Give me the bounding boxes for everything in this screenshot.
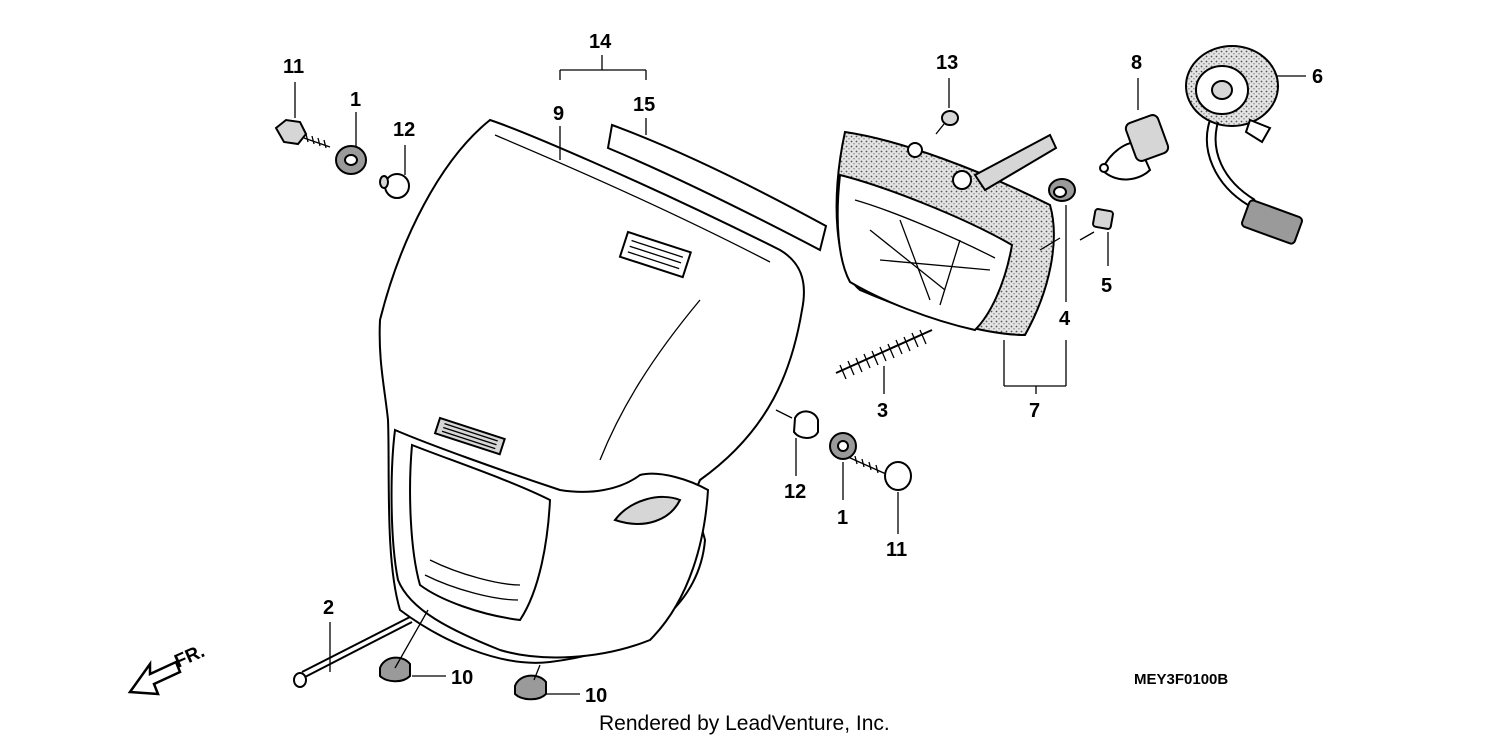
clip-nut bbox=[1092, 208, 1114, 230]
callout-1-lower: 1 bbox=[837, 507, 848, 529]
bolt-upper bbox=[274, 118, 331, 149]
front-direction-marker: FR. bbox=[127, 641, 208, 696]
cowl-grommet-left bbox=[379, 656, 411, 683]
headlight-unit bbox=[835, 130, 1058, 337]
callout-13: 13 bbox=[936, 52, 958, 74]
callout-15: 15 bbox=[633, 94, 655, 116]
cowl-logo-decal bbox=[433, 416, 506, 456]
cowl-grommet-right bbox=[514, 674, 547, 701]
front-marker-label: FR. bbox=[171, 641, 208, 673]
headlight-cowl bbox=[378, 118, 805, 664]
callout-12-upper: 12 bbox=[393, 119, 415, 141]
callout-8: 8 bbox=[1131, 52, 1142, 74]
front-arrow-icon bbox=[127, 660, 182, 696]
callout-10-left: 10 bbox=[451, 667, 473, 689]
callout-3: 3 bbox=[877, 400, 888, 422]
headlight-bulb bbox=[1099, 114, 1170, 181]
callout-11-lower: 11 bbox=[886, 539, 907, 561]
callout-7: 7 bbox=[1029, 400, 1040, 422]
rubber-mount bbox=[1048, 178, 1076, 202]
callout-1-upper: 1 bbox=[350, 89, 361, 111]
grommet-lower bbox=[792, 410, 819, 439]
grommet-upper bbox=[379, 173, 410, 199]
long-bolt bbox=[293, 616, 413, 688]
callout-2: 2 bbox=[323, 597, 334, 619]
render-credit: Rendered by LeadVenture, Inc. bbox=[599, 712, 890, 735]
callout-14: 14 bbox=[589, 31, 612, 53]
callout-9: 9 bbox=[553, 103, 564, 125]
callout-6: 6 bbox=[1312, 66, 1323, 88]
callout-4: 4 bbox=[1059, 308, 1071, 330]
adjusting-spring bbox=[835, 329, 933, 380]
cowl-seal-strip bbox=[606, 123, 828, 252]
callout-11-upper: 11 bbox=[283, 56, 304, 78]
callout-labels: 11 1 12 14 9 15 13 8 6 5 4 7 3 12 1 11 2… bbox=[283, 31, 1323, 707]
leader-lines bbox=[294, 55, 1306, 695]
bulb-socket bbox=[1185, 45, 1303, 245]
callout-5: 5 bbox=[1101, 275, 1112, 297]
bolt-top bbox=[935, 110, 959, 135]
bolt-lower bbox=[847, 455, 912, 491]
diagram-code: MEY3F0100B bbox=[1134, 671, 1228, 688]
callout-10-right: 10 bbox=[585, 685, 607, 707]
collar-upper bbox=[335, 145, 367, 175]
callout-12-lower: 12 bbox=[784, 481, 806, 503]
collar-lower bbox=[829, 432, 857, 460]
